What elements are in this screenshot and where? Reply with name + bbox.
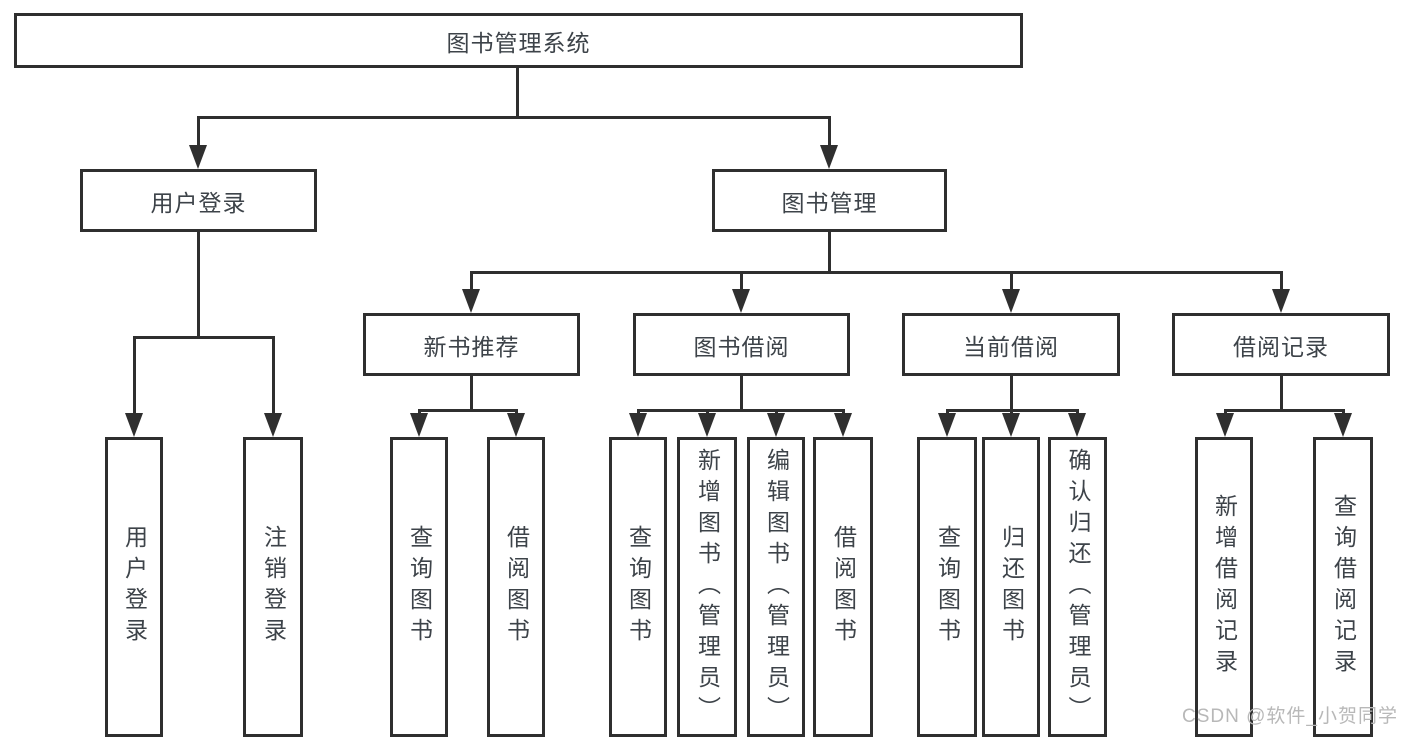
connector-line [514, 409, 518, 416]
leaf-query-books-current: 查询图书 [917, 437, 977, 737]
node-label: 用户登录 [121, 525, 148, 649]
connector-line [1223, 409, 1345, 412]
node-label: 查询借阅记录 [1330, 494, 1357, 680]
connector-line [1075, 409, 1079, 416]
connector-line [469, 271, 473, 292]
connector-line [1009, 271, 1013, 292]
node-label: 查询图书 [406, 525, 433, 649]
node-label: 图书借阅 [693, 333, 790, 360]
connector-line [271, 336, 275, 416]
connector-line [196, 232, 200, 336]
arrowhead-icon [767, 413, 785, 437]
connector-line [827, 116, 831, 148]
arrowhead-icon [264, 413, 282, 437]
arrowhead-icon [834, 413, 852, 437]
arrowhead-icon [507, 413, 525, 437]
leaf-query-books-borrowing: 查询图书 [609, 437, 667, 737]
connector-line [636, 409, 640, 416]
leaf-user-login: 用户登录 [105, 437, 163, 737]
arrowhead-icon [732, 289, 750, 313]
node-label: 图书管理 [781, 189, 878, 216]
arrowhead-icon [1068, 413, 1086, 437]
arrowhead-icon [1334, 413, 1352, 437]
arrowhead-icon [462, 289, 480, 313]
node-label: 确认归还（管理员） [1065, 447, 1091, 727]
watermark: CSDN @软件_小贺同学 [1182, 706, 1398, 727]
leaf-add-borrow-record: 新增借阅记录 [1195, 437, 1253, 737]
leaf-borrow-books: 借阅图书 [813, 437, 873, 737]
node-label: 图书管理系统 [446, 29, 591, 56]
connector-line [1279, 271, 1283, 292]
connector-line [705, 409, 709, 416]
connector-line [739, 376, 743, 409]
arrowhead-icon [1002, 413, 1020, 437]
connector-line [1009, 409, 1013, 416]
arrowhead-icon [820, 145, 838, 169]
node-label: 新增借阅记录 [1211, 494, 1238, 680]
arrowhead-icon [938, 413, 956, 437]
connector-line [132, 336, 275, 339]
leaf-borrow-books-recommend: 借阅图书 [487, 437, 545, 737]
arrowhead-icon [629, 413, 647, 437]
connector-line [774, 409, 778, 416]
connector-line [196, 116, 831, 119]
connector-line [469, 376, 473, 409]
arrowhead-icon [698, 413, 716, 437]
node-label: 查询图书 [625, 525, 652, 649]
node-label: 新书推荐 [423, 333, 520, 360]
node-borrowing-records: 借阅记录 [1172, 313, 1390, 376]
connector-line [417, 409, 518, 412]
node-book-borrowing: 图书借阅 [633, 313, 850, 376]
node-label: 归还图书 [998, 525, 1025, 649]
node-label: 当前借阅 [963, 333, 1059, 360]
leaf-return-books: 归还图书 [982, 437, 1040, 737]
node-label: 注销登录 [260, 525, 287, 649]
connector-line [469, 271, 1283, 274]
arrowhead-icon [189, 145, 207, 169]
connector-line [196, 116, 200, 148]
node-label: 借阅图书 [830, 525, 857, 649]
connector-line [132, 336, 136, 416]
node-label: 编辑图书（管理员） [763, 447, 790, 727]
connector-line [417, 409, 421, 416]
arrowhead-icon [410, 413, 428, 437]
connector-line [841, 409, 845, 416]
connector-line [1341, 409, 1345, 416]
leaf-logout: 注销登录 [243, 437, 303, 737]
node-user-login: 用户登录 [80, 169, 317, 232]
node-label: 查询图书 [934, 525, 961, 649]
connector-line [739, 271, 743, 292]
connector-line [636, 409, 845, 412]
connector-line [515, 68, 519, 116]
connector-line [945, 409, 949, 416]
leaf-query-borrow-record: 查询借阅记录 [1313, 437, 1373, 737]
arrowhead-icon [1272, 289, 1290, 313]
node-library-management-system: 图书管理系统 [14, 13, 1023, 68]
connector-line [1009, 376, 1013, 409]
leaf-confirm-return-admin: 确认归还（管理员） [1048, 437, 1107, 737]
connector-line [1279, 376, 1283, 409]
node-label: 借阅图书 [503, 525, 530, 649]
node-label: 用户登录 [150, 189, 247, 216]
node-new-book-recommendation: 新书推荐 [363, 313, 580, 376]
arrowhead-icon [1002, 289, 1020, 313]
arrowhead-icon [1216, 413, 1234, 437]
arrowhead-icon [125, 413, 143, 437]
connector-line [827, 232, 831, 271]
node-label: 新增图书（管理员） [694, 447, 721, 727]
node-book-management: 图书管理 [712, 169, 947, 232]
node-label: 借阅记录 [1233, 333, 1329, 360]
leaf-query-books-recommend: 查询图书 [390, 437, 448, 737]
node-current-borrowing: 当前借阅 [902, 313, 1120, 376]
leaf-edit-books-admin: 编辑图书（管理员） [747, 437, 805, 737]
leaf-add-books-admin: 新增图书（管理员） [677, 437, 737, 737]
connector-line [1223, 409, 1227, 416]
